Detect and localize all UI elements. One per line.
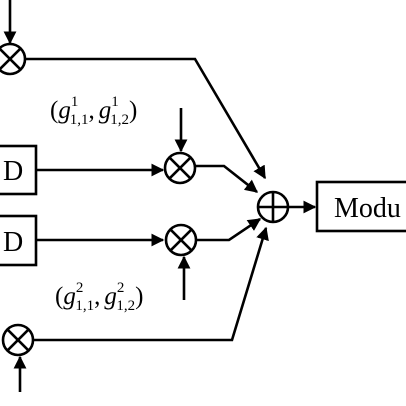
delay-block-bottom-label: D xyxy=(3,227,23,258)
wire-bottom-multiplier-to-adder xyxy=(33,226,269,342)
delay-block-top-label: D xyxy=(3,156,23,187)
delay-block-bottom xyxy=(0,214,38,267)
multiply-circle-icon xyxy=(164,223,198,257)
wire-upper-multiplier-to-adder xyxy=(196,164,259,194)
open-paren: ( xyxy=(50,97,58,124)
multiply-circle-icon xyxy=(163,151,197,185)
plus-circle-icon xyxy=(256,190,290,224)
delay-block-top xyxy=(0,144,38,196)
modulator-block xyxy=(315,180,406,233)
wire-top-multiplier-to-adder xyxy=(24,57,267,180)
multiply-circle-icon xyxy=(1,323,35,357)
wire-lower-multiplier-to-adder xyxy=(196,217,262,242)
modulator-block-label: Modu xyxy=(334,193,401,224)
multiply-circle-icon xyxy=(0,42,27,76)
